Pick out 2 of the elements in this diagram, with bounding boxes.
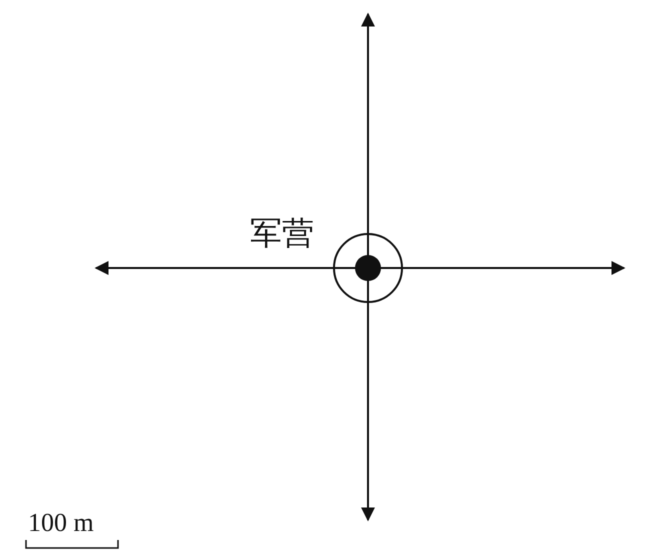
- place-name: 军营: [250, 214, 314, 252]
- scale-label: 100 m: [28, 508, 94, 538]
